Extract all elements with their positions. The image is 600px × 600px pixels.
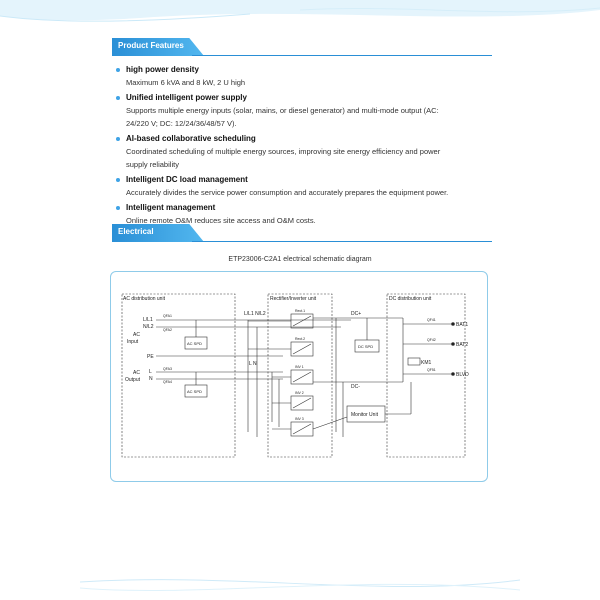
feature-desc: supply reliability <box>126 160 179 169</box>
bullet-icon <box>116 96 120 100</box>
feature-item: AI-based collaborative scheduling Coordi… <box>116 133 486 171</box>
l-l1-label: L/L1 <box>143 317 153 323</box>
electrical-header: Electrical <box>112 222 492 242</box>
ac-spd-label: AC SPD <box>187 341 202 346</box>
qf3-label: QF51 <box>427 368 436 372</box>
feature-title: AI-based collaborative scheduling <box>126 134 256 143</box>
bullet-icon <box>116 68 120 72</box>
l1-n-l2-label: L/L1 N/L2 <box>244 311 266 317</box>
module-label: INV 1 <box>295 365 304 369</box>
feature-desc: Accurately divides the service power con… <box>126 188 449 197</box>
module-label: Rect.2 <box>295 337 305 341</box>
ac-input-label: Input <box>127 339 139 345</box>
bullet-icon <box>116 178 120 182</box>
ac-input-label: AC <box>133 332 140 338</box>
schematic-diagram: AC distribution unit Rectifier/Inverter … <box>110 271 488 482</box>
feature-title: Unified intelligent power supply <box>126 93 247 102</box>
feature-item: Intelligent DC load management Accuratel… <box>116 174 486 199</box>
ac-unit-label: AC distribution unit <box>123 296 166 302</box>
km1-label: KM1 <box>421 360 432 366</box>
feature-title: high power density <box>126 65 199 74</box>
schematic-svg: AC distribution unit Rectifier/Inverter … <box>121 293 469 458</box>
ac-spd-label: AC SPD <box>187 389 202 394</box>
bullet-icon <box>116 206 120 210</box>
ac-distribution-box <box>121 293 236 458</box>
dc-spd-label: DC SPD <box>358 344 373 349</box>
feature-desc: Maximum 6 kVA and 8 kW, 2 U high <box>126 78 246 87</box>
feature-item: high power density Maximum 6 kVA and 8 k… <box>116 64 486 89</box>
n-l2-label: N/L2 <box>143 324 154 330</box>
km1-box <box>407 357 421 366</box>
bat1-label: BAT1 <box>456 322 468 328</box>
n-label: N <box>149 376 153 382</box>
ac-output-label: Output <box>125 377 141 383</box>
feature-desc: Online remote O&M reduces site access an… <box>126 216 316 225</box>
blvd-label: BLVD <box>456 372 469 378</box>
qfa1-label: QFA1 <box>163 314 172 318</box>
l-label: L <box>149 369 152 375</box>
monitor-unit-label: Monitor Unit <box>351 412 379 418</box>
footer-decoration <box>79 579 521 592</box>
bat2-label: BAT2 <box>456 342 468 348</box>
dc-plus-label: DC+ <box>351 311 361 317</box>
feature-list: high power density Maximum 6 kVA and 8 k… <box>116 64 486 230</box>
qf1-label: QF41 <box>427 318 436 322</box>
dc-unit-label: DC distribution unit <box>389 296 432 302</box>
feature-title: Intelligent DC load management <box>126 175 248 184</box>
bullet-icon <box>116 137 120 141</box>
l-n-label: L N <box>249 361 257 367</box>
qfa3-label: QFA3 <box>163 367 172 371</box>
header-decoration <box>0 0 600 22</box>
dc-minus-label: DC- <box>351 384 360 390</box>
qfa4-label: QFA4 <box>163 380 172 384</box>
module-label: Rect.1 <box>295 309 305 313</box>
module-label: INV 2 <box>295 391 304 395</box>
feature-item: Intelligent management Online remote O&M… <box>116 202 486 227</box>
feature-title: Intelligent management <box>126 203 216 212</box>
feature-desc: 24/220 V; DC: 12/24/36/48/57 V). <box>126 119 237 128</box>
feature-item: Unified intelligent power supply Support… <box>116 92 486 130</box>
ac-output-label: AC <box>133 370 140 376</box>
qfa2-label: QFA2 <box>163 328 172 332</box>
dc-distribution-box <box>386 293 466 458</box>
rect-unit-label: Rectifier/Inverter unit <box>270 296 317 302</box>
section-title: Product Features <box>118 41 184 50</box>
diagram-title: ETP23006-C2A1 electrical schematic diagr… <box>228 256 372 263</box>
product-features-header: Product Features <box>112 36 492 56</box>
section-title: Electrical <box>118 227 154 236</box>
pe-label: PE <box>147 354 154 360</box>
module-label: INV 3 <box>295 417 304 421</box>
feature-desc: Supports multiple energy inputs (solar, … <box>126 106 439 115</box>
feature-desc: Coordinated scheduling of multiple energ… <box>126 147 441 156</box>
qf2-label: QF42 <box>427 338 436 342</box>
rectifier-box <box>267 293 333 458</box>
